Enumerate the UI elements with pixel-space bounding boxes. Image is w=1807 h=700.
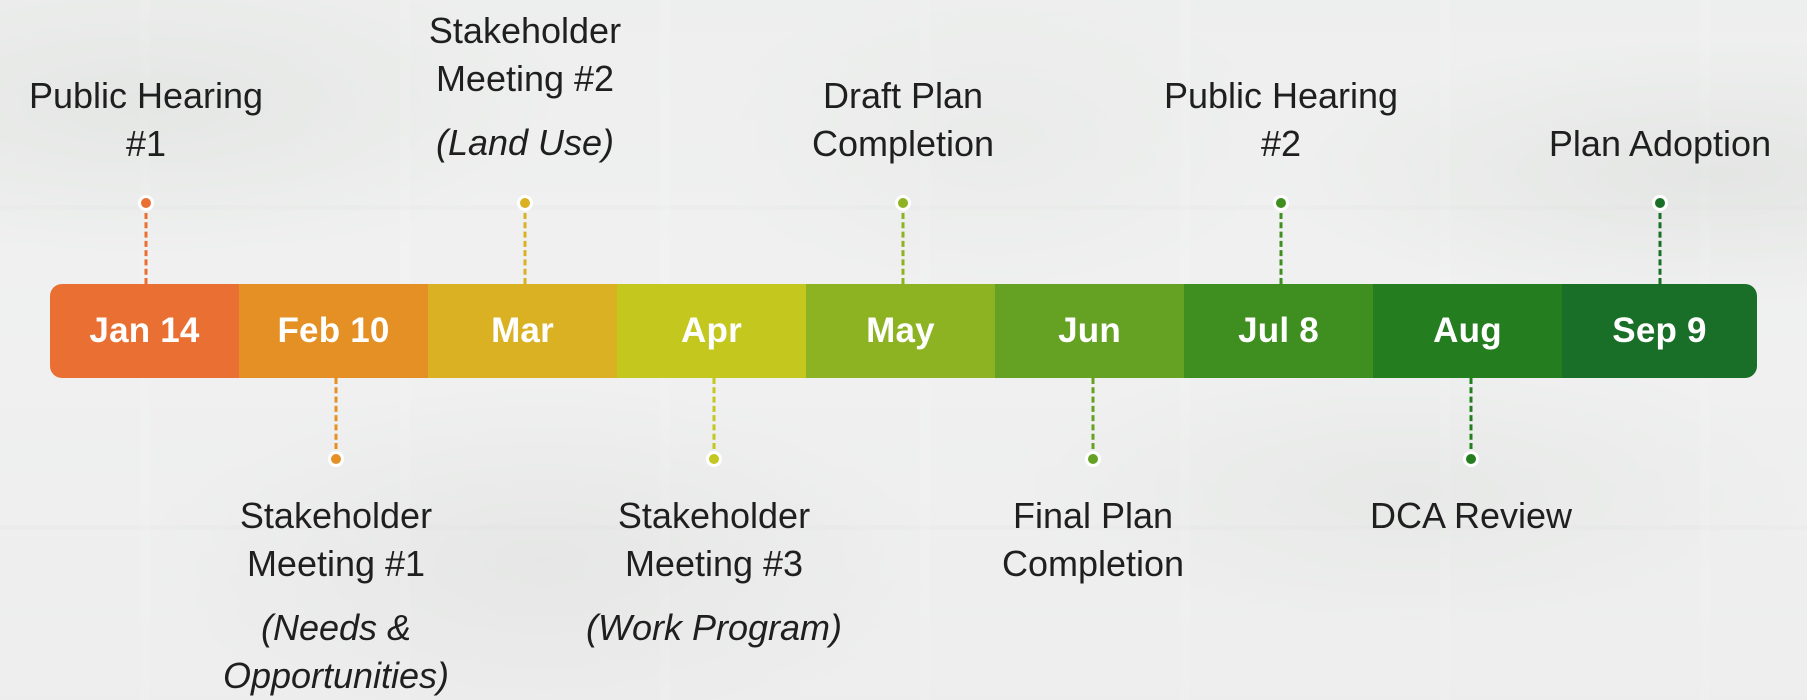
milestone-title-line2: #1 <box>125 123 167 164</box>
milestone-stakeholder-meeting-3: Stakeholder Meeting #3 (Work Program) <box>574 492 854 652</box>
milestone-dot-dca-review <box>1463 451 1479 467</box>
connector-plan-adoption <box>1658 213 1662 284</box>
milestone-title-line2: Completion <box>1001 543 1185 584</box>
timeline-segment-apr: Apr <box>617 284 806 378</box>
milestone-dot-stakeholder-meeting-1 <box>328 451 344 467</box>
milestone-title-line1: Final Plan <box>1012 495 1174 536</box>
timeline-segment-jun: Jun <box>995 284 1184 378</box>
milestone-dot-public-hearing-2 <box>1273 195 1289 211</box>
milestone-stakeholder-meeting-1: Stakeholder Meeting #1 (Needs & Opportun… <box>196 492 476 700</box>
milestone-dot-plan-adoption <box>1652 195 1668 211</box>
milestone-title-line1: Plan Adoption <box>1548 123 1772 164</box>
milestone-title-line2: #2 <box>1260 123 1302 164</box>
milestone-dot-stakeholder-meeting-2 <box>517 195 533 211</box>
timeline-segment-sep: Sep 9 <box>1562 284 1757 378</box>
timeline-segment-may: May <box>806 284 995 378</box>
milestone-subtitle: (Land Use) <box>435 122 615 163</box>
milestone-draft-plan-completion: Draft Plan Completion <box>763 72 1043 168</box>
connector-public-hearing-2 <box>1279 213 1283 284</box>
milestone-dot-public-hearing-1 <box>138 195 154 211</box>
connector-final-plan-completion <box>1091 378 1095 449</box>
timeline-segment-feb: Feb 10 <box>239 284 428 378</box>
milestone-dca-review: DCA Review <box>1331 492 1611 540</box>
milestone-plan-adoption: Plan Adoption <box>1520 120 1800 168</box>
milestone-stakeholder-meeting-2: Stakeholder Meeting #2 (Land Use) <box>385 7 665 167</box>
milestone-title-line2: Meeting #1 <box>246 543 426 584</box>
connector-stakeholder-meeting-3 <box>712 378 716 449</box>
milestone-dot-draft-plan-completion <box>895 195 911 211</box>
timeline-segment-jan: Jan 14 <box>50 284 239 378</box>
milestone-title-line1: DCA Review <box>1369 495 1573 536</box>
milestone-subtitle-line2: Opportunities) <box>222 655 450 696</box>
milestone-title-line1: Stakeholder <box>239 495 433 536</box>
milestone-dot-final-plan-completion <box>1085 451 1101 467</box>
connector-draft-plan-completion <box>901 213 905 284</box>
timeline-bar: Jan 14 Feb 10 Mar Apr May Jun Jul 8 Aug … <box>50 284 1757 378</box>
milestone-title-line1: Stakeholder <box>428 10 622 51</box>
milestone-title-line1: Public Hearing <box>28 75 264 116</box>
milestone-subtitle: (Work Program) <box>585 607 842 648</box>
connector-stakeholder-meeting-1 <box>334 378 338 449</box>
milestone-subtitle-line1: (Needs & <box>260 607 412 648</box>
connector-dca-review <box>1469 378 1473 449</box>
timeline-segment-mar: Mar <box>428 284 617 378</box>
milestone-title-line1: Public Hearing <box>1163 75 1399 116</box>
milestone-final-plan-completion: Final Plan Completion <box>953 492 1233 588</box>
connector-stakeholder-meeting-2 <box>523 213 527 284</box>
milestone-title-line1: Draft Plan <box>822 75 984 116</box>
milestone-title-line2: Meeting #2 <box>435 58 615 99</box>
milestone-public-hearing-2: Public Hearing #2 <box>1141 72 1421 168</box>
connector-public-hearing-1 <box>144 213 148 284</box>
milestone-title-line2: Meeting #3 <box>624 543 804 584</box>
milestone-dot-stakeholder-meeting-3 <box>706 451 722 467</box>
timeline-segment-aug: Aug <box>1373 284 1562 378</box>
milestone-title-line1: Stakeholder <box>617 495 811 536</box>
milestone-title-line2: Completion <box>811 123 995 164</box>
timeline-segment-jul: Jul 8 <box>1184 284 1373 378</box>
milestone-public-hearing-1: Public Hearing #1 <box>6 72 286 168</box>
